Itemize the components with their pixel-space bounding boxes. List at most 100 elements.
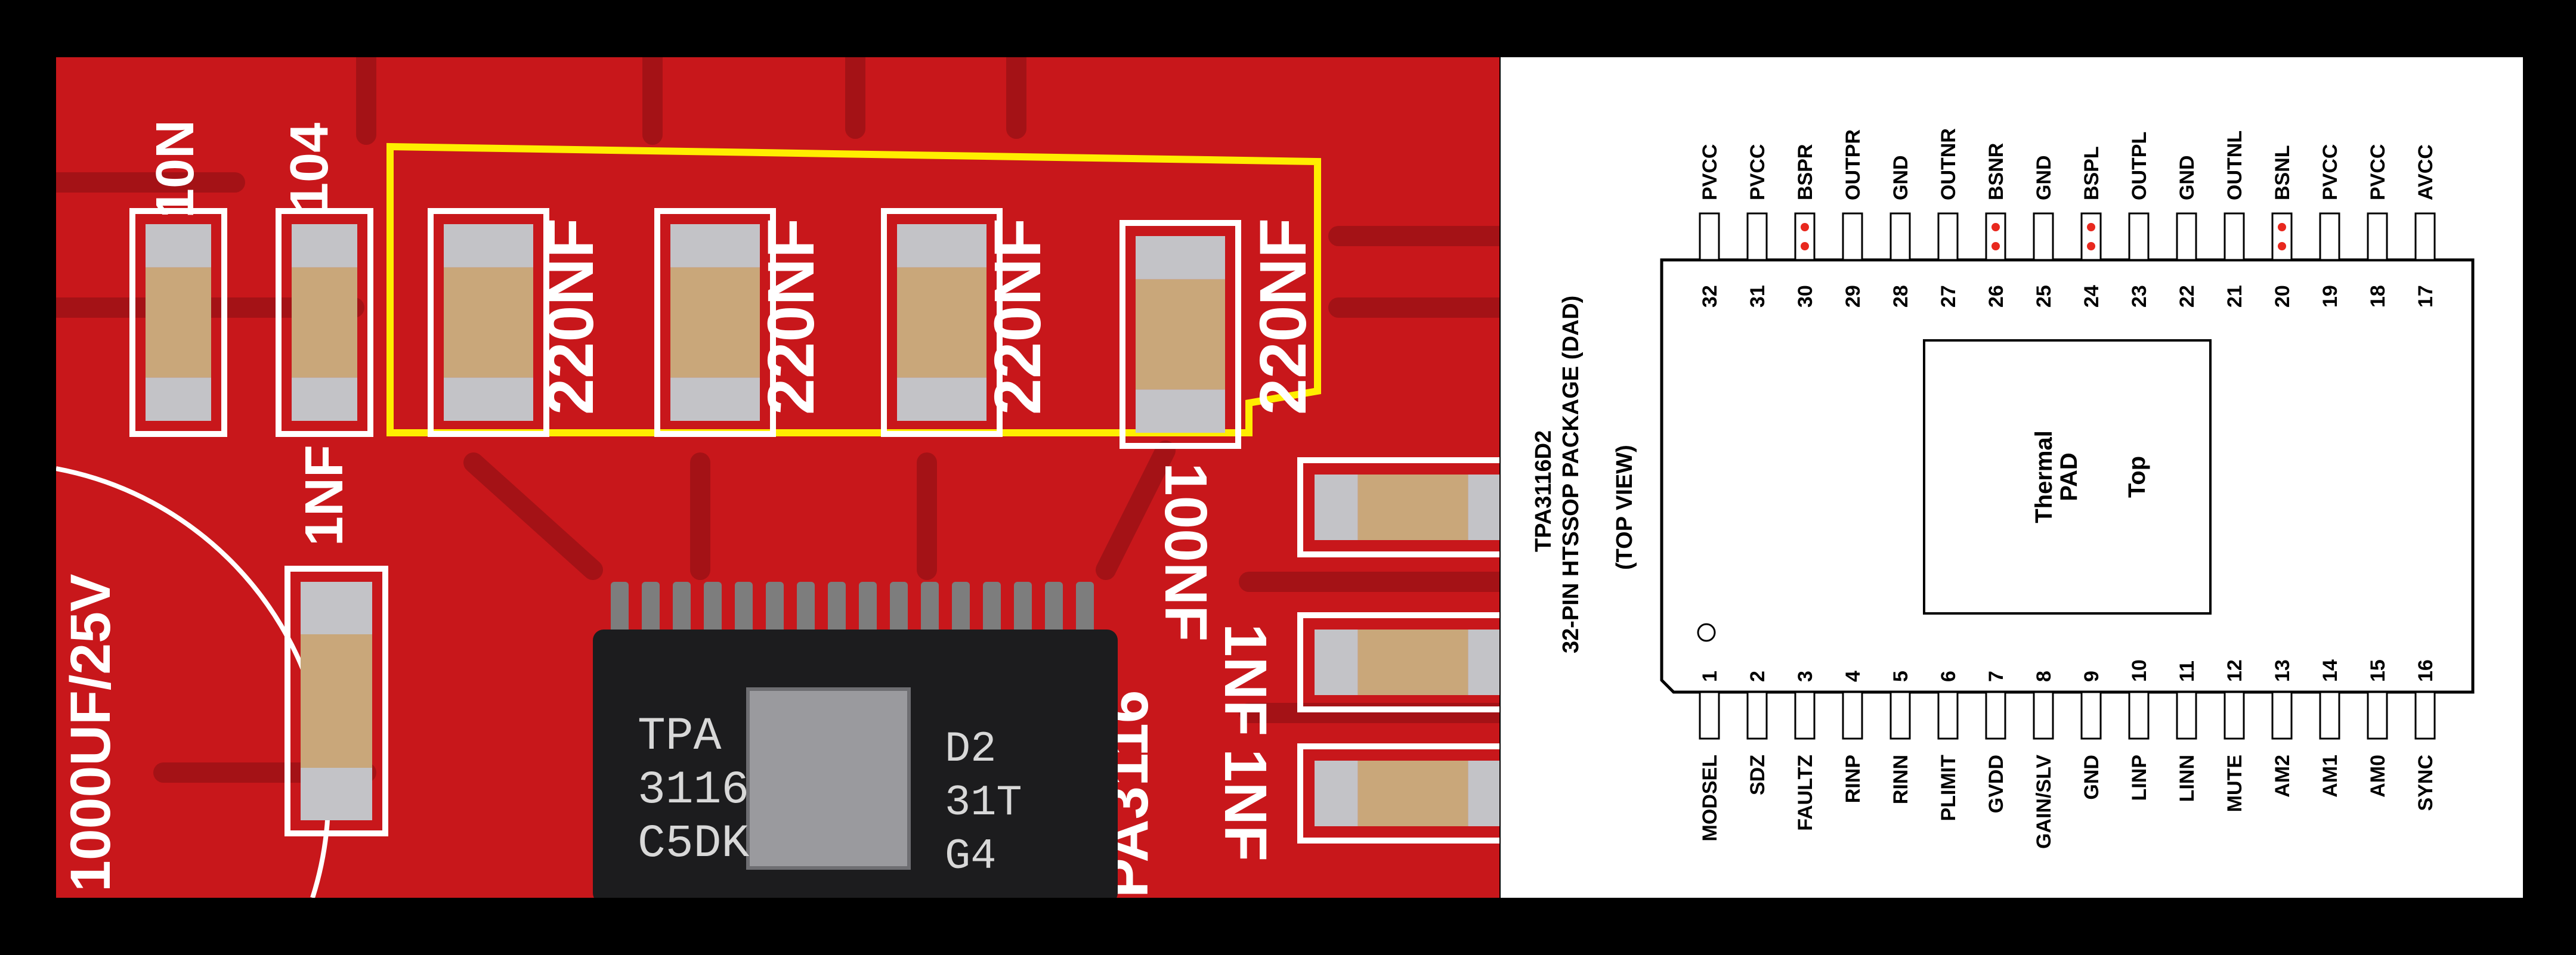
pin-pad [1937,691,1959,740]
pin-pad [2080,691,2102,740]
diagram-package: 32-PIN HTSSOP PACKAGE (DAD) [1558,296,1584,653]
bottom-pin-number: 14 [2319,659,2342,682]
top-pin-number: 28 [1890,285,1912,308]
bottom-pin-number: 10 [2128,659,2151,682]
pcb-traces [56,57,1499,783]
cap-terminal [146,224,211,268]
bottom-pin-name: AM2 [2271,755,2294,798]
pin-pad [1699,691,1720,740]
pinout-drawing: TPA3116D2 32-PIN HTSSOP PACKAGE (DAD) (T… [1531,128,2475,849]
pin-pad [2224,691,2245,740]
top-pin-name: GND [2176,155,2198,200]
pin-pad [1842,691,1863,740]
label-10n: 10N [146,120,205,218]
cap-terminal [292,224,357,268]
chip-lead [921,582,939,641]
pin-pad [2367,691,2388,740]
cap-terminal [1468,630,1499,695]
chip-lead [673,582,691,641]
top-pin-number: 32 [1699,285,1721,308]
bootstrap-dot [2087,223,2095,231]
pad-label-1: Thermal [2031,430,2057,523]
chip-right-1: D2 [945,725,996,774]
cap-footprint [428,208,549,437]
pin-pad [2319,212,2340,261]
bottom-pin-number: 13 [2271,659,2294,682]
bottom-pin-number: 1 [1699,671,1721,682]
cap-terminal [1468,761,1499,826]
cap-terminal [146,377,211,421]
chip-lead [797,582,815,641]
cap-body [292,267,357,378]
top-pin-number: 25 [2033,285,2055,308]
pin-pad [2128,212,2150,261]
highlight-box [386,142,1321,436]
chip-line-2: 3116 [638,764,749,817]
cap-terminal [301,768,372,820]
bottom-pin-number: 12 [2224,659,2246,682]
cap-footprint [881,208,1003,437]
cap-footprint [1297,612,1499,712]
pin-pad [2033,691,2054,740]
chip-right-2: 31T [945,779,1022,827]
chip-lead [1045,582,1063,641]
cap-footprint [1120,220,1241,449]
chip-lead [735,582,753,641]
pin-pad [2176,212,2197,261]
top-pin-name: OUTNR [1937,128,1960,200]
cap-terminal [1315,761,1358,826]
bottom-pin-name: LINN [2176,755,2198,802]
top-pin-name: PVCC [1746,144,1769,200]
chip-lead [642,582,660,641]
bottom-pin-number: 15 [2367,659,2389,682]
label-1nf-right-a: 1NF [1212,624,1279,736]
bootstrap-dot [2278,223,2286,231]
bottom-pin-name: AM0 [2367,755,2389,798]
diagram-view: (TOP VIEW) [1612,445,1637,570]
pin-pad [1937,212,1959,261]
pin-pad [1794,212,1816,261]
bottom-pin-number: 11 [2176,661,2198,682]
cap-terminal [670,377,760,421]
top-pin-number: 20 [2271,285,2294,308]
bootstrap-dot [1801,223,1809,231]
bottom-pin-number: 9 [2080,671,2103,682]
thermal-pad [1923,339,2212,615]
bootstrap-dot [1801,242,1809,250]
bottom-pin-name: FAULTZ [1794,755,1817,831]
cap-terminal [301,582,372,634]
cap-footprint [129,208,227,437]
bottom-pin-name: LINP [2128,755,2151,801]
cap-terminal [1136,236,1225,280]
cap-terminal [292,377,357,421]
top-pin-name: GND [2033,155,2055,200]
label-220nf-2: 220NF [754,218,828,415]
pin-pad [1746,691,1768,740]
bottom-pin-name: PLIMIT [1937,755,1960,821]
cap-body [1136,279,1225,390]
bottom-pin-name: GAIN/SLV [2033,755,2055,849]
cap-terminal [897,224,987,268]
pin-pad [2414,691,2436,740]
top-pin-name: PVCC [2367,144,2389,200]
cap-terminal [1136,389,1225,433]
cap-terminal [1315,475,1358,540]
chip-lead [859,582,877,641]
pin-pad [1985,691,2006,740]
bottom-pin-name: GND [2080,755,2103,800]
cap-footprint [276,208,373,437]
label-1nf-right-b: 1NF [1212,749,1279,861]
